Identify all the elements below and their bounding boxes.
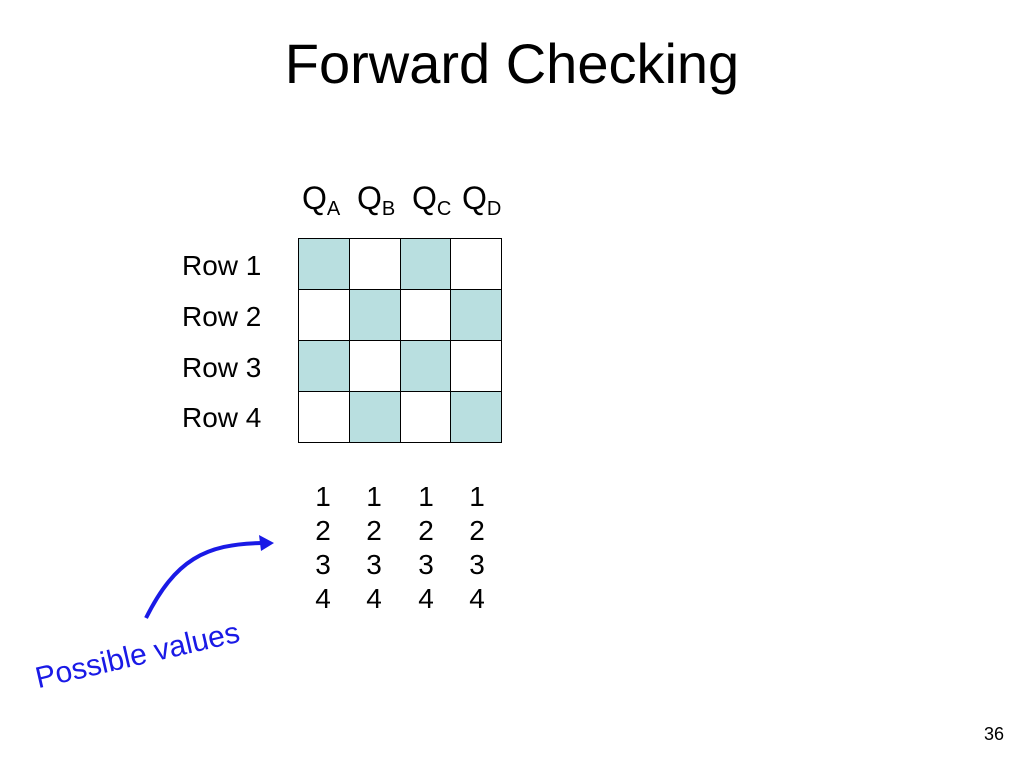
possible-values-lists: 1 2 3 4 1 2 3 4 1 2 3 4 1 2 3 4 [298, 480, 508, 616]
slide-title: Forward Checking [284, 32, 740, 95]
domain-value: 3 [418, 549, 434, 580]
column-header-subscript: D [486, 198, 502, 220]
board-cell-dark [450, 289, 502, 341]
domain-value: 1 [469, 481, 485, 512]
domain-value: 4 [315, 583, 331, 614]
row-label-2: Row 2 [182, 301, 262, 332]
board-cell-dark [348, 289, 401, 341]
board-cell-light [348, 238, 401, 290]
column-header-qa: QA [302, 176, 340, 220]
board-cell-light [298, 289, 350, 341]
domain-column-qb: 1 2 3 4 [359, 480, 389, 616]
board-row [298, 340, 502, 392]
domain-value: 2 [469, 515, 485, 546]
column-header-letter: Q [462, 180, 487, 216]
column-header-letter: Q [412, 180, 437, 216]
domain-value: 2 [315, 515, 331, 546]
domain-value: 3 [315, 549, 331, 580]
column-header-subscript: B [381, 198, 396, 220]
column-header-letter: Q [302, 180, 327, 216]
board-cell-light [399, 289, 452, 341]
row-label-4: Row 4 [182, 402, 262, 433]
board-row [298, 238, 502, 290]
column-header-qc: QC [412, 176, 451, 220]
domain-value: 2 [418, 515, 434, 546]
column-header-subscript: C [436, 198, 452, 220]
board-row [298, 289, 502, 341]
domain-value: 3 [366, 549, 382, 580]
row-label-3: Row 3 [182, 352, 262, 383]
slide-number: 36 [983, 724, 1004, 744]
domain-value: 4 [366, 583, 382, 614]
board-cell-dark [450, 391, 502, 443]
domain-value: 2 [366, 515, 382, 546]
column-header-subscript: A [326, 198, 341, 220]
domain-value: 3 [469, 549, 485, 580]
board-cell-light [450, 340, 502, 392]
column-header-qb: QB [357, 176, 395, 220]
board-cell-dark [399, 238, 452, 290]
domain-column-qc: 1 2 3 4 [411, 480, 441, 616]
domain-value: 1 [366, 481, 382, 512]
board-cell-dark [399, 340, 452, 392]
domain-column-qd: 1 2 3 4 [462, 480, 492, 616]
board-cell-dark [298, 238, 350, 290]
board-cell-light [450, 238, 502, 290]
domain-value: 1 [418, 481, 434, 512]
column-headers: QA QB QC QD [298, 176, 508, 226]
possible-values-caption: Possible values [32, 616, 243, 696]
domain-value: 1 [315, 481, 331, 512]
domain-column-qa: 1 2 3 4 [308, 480, 338, 616]
domain-value: 4 [469, 583, 485, 614]
board-cell-light [298, 391, 350, 443]
board-cell-light [399, 391, 452, 443]
queens-board [298, 238, 502, 443]
row-label-1: Row 1 [182, 250, 262, 281]
column-header-letter: Q [357, 180, 382, 216]
board-cell-dark [298, 340, 350, 392]
board-cell-dark [348, 391, 401, 443]
domain-value: 4 [418, 583, 434, 614]
board-cell-light [348, 340, 401, 392]
board-row [298, 391, 502, 443]
column-header-qd: QD [462, 176, 501, 220]
